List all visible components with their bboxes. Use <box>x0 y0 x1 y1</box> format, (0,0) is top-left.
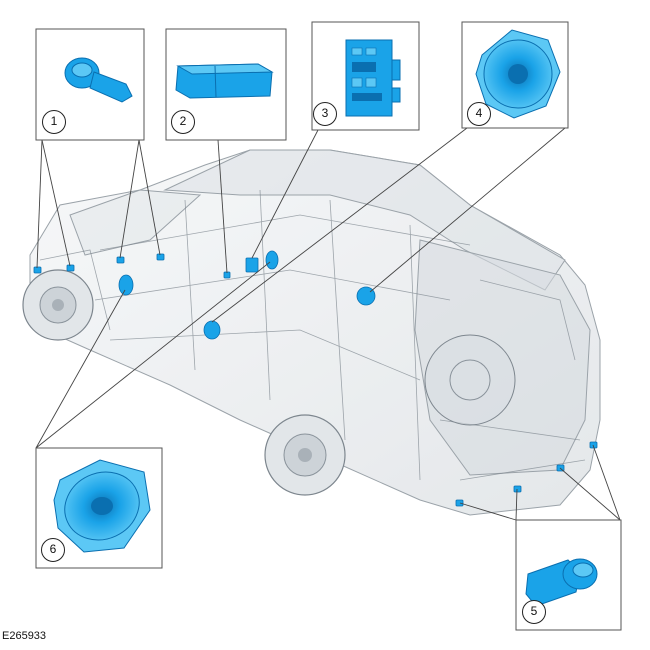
front-sensor-marker-4 <box>156 253 165 261</box>
bcm-marker <box>245 257 259 273</box>
callout-box-5 <box>515 519 622 631</box>
callout-number-6: 6 <box>41 538 65 562</box>
front-speaker-marker <box>118 274 134 296</box>
front-sensor-marker-2 <box>66 264 75 272</box>
front-speaker-illustration <box>53 459 151 553</box>
leader-lines <box>35 127 621 521</box>
rear-wheel <box>264 414 346 496</box>
figure-id: E265933 <box>2 630 47 642</box>
callout-number-4: 4 <box>467 102 491 126</box>
rear-sensor-marker-4 <box>589 441 598 449</box>
vehicle-structure-lines <box>39 189 586 481</box>
rear-parking-sensor-illustration <box>525 558 598 607</box>
front-wheel <box>22 269 94 341</box>
module-illustration <box>175 63 274 99</box>
callout-number-2: 2 <box>171 110 195 134</box>
callout-number-5: 5 <box>522 600 546 624</box>
rear-sensor-marker-2 <box>513 485 522 493</box>
mid-speaker-marker <box>203 320 221 340</box>
spare-tire <box>424 334 516 426</box>
rear-sensor-marker-1 <box>455 499 464 507</box>
body-control-module-illustration <box>345 39 401 117</box>
front-sensor-marker-3 <box>116 256 125 264</box>
front-sensor-marker-1 <box>33 266 42 274</box>
callout-number-3: 3 <box>313 102 337 126</box>
door-speaker-marker <box>265 250 279 270</box>
rear-speaker-illustration <box>475 29 561 119</box>
callout-number-1: 1 <box>42 110 66 134</box>
front-parking-sensor-illustration <box>64 57 133 103</box>
